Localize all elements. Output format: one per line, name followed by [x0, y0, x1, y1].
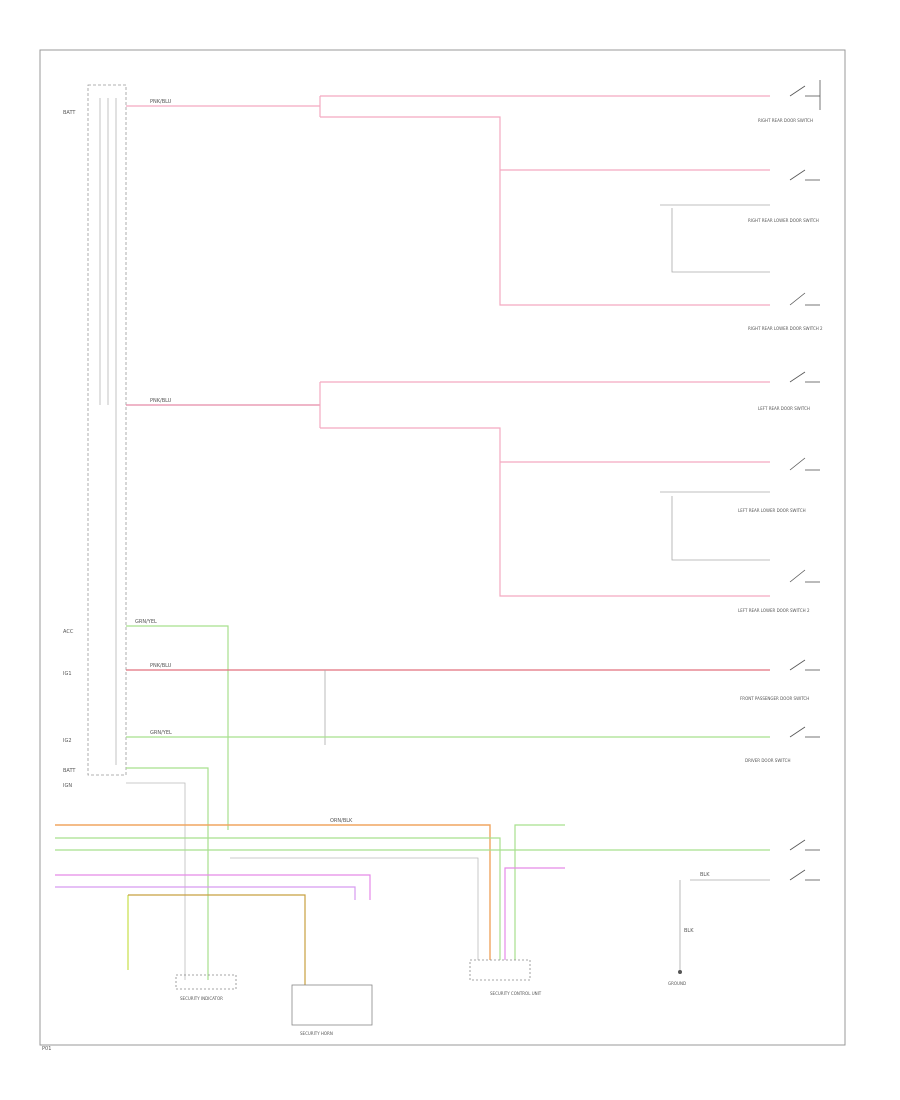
switch-icon	[789, 457, 820, 471]
component-label-3: RIGHT REAR LOWER DOOR SWITCH 2	[748, 326, 823, 331]
wire-orange	[55, 824, 491, 960]
component-label-6: LEFT REAR LOWER DOOR SWITCH 2	[738, 608, 810, 613]
module-label-4: IG2	[63, 738, 72, 744]
wire-magenta-1	[55, 874, 371, 900]
control-unit-box	[469, 959, 531, 981]
component-label-12: GROUND	[668, 981, 686, 986]
component-label-8: DRIVER DOOR SWITCH	[745, 758, 790, 763]
wire-hood-gnd	[679, 879, 770, 970]
switch-icon	[789, 839, 820, 881]
switch-icon	[789, 569, 820, 583]
component-label-9: SECURITY INDICATOR	[180, 996, 223, 1001]
wire-upper-low	[320, 116, 770, 306]
component-label-1: RIGHT REAR DOOR SWITCH	[758, 118, 813, 123]
wire-magenta-2	[55, 886, 356, 900]
component-label-10: SECURITY HORN	[300, 1031, 333, 1036]
wire-label-gnd: BLK	[700, 872, 710, 878]
switch-icon	[789, 292, 820, 306]
wire-label-fp: PNK/BLU	[150, 663, 172, 669]
wire-acc	[126, 625, 229, 830]
wire-label-dd: GRN/YEL	[150, 730, 172, 736]
component-label-2: RIGHT REAR LOWER DOOR SWITCH	[748, 218, 819, 223]
switch-icon	[789, 80, 821, 110]
wire-upper-gnd	[660, 204, 770, 273]
wire-mid-gnd	[660, 491, 770, 561]
module-label-1: BATT	[63, 110, 76, 116]
component-label-4: LEFT REAR DOOR SWITCH	[758, 406, 810, 411]
wire-label-acc: GRN/YEL	[135, 619, 157, 625]
wire-ign	[126, 782, 186, 980]
wire-label-gnd-2: BLK	[684, 928, 694, 934]
ground-icon	[678, 970, 682, 974]
diagram-frame	[39, 49, 846, 1046]
switch-icon	[789, 659, 820, 671]
component-label-11: SECURITY CONTROL UNIT	[490, 991, 542, 996]
wire-green-3	[514, 824, 565, 960]
footer-label: P01	[42, 1046, 51, 1052]
security-horn-box	[291, 984, 373, 1026]
wire-green-1	[55, 837, 501, 960]
wire-mid-low	[320, 427, 770, 597]
switch-icon	[789, 726, 820, 738]
wire-horn-b	[128, 894, 306, 985]
component-label-7: FRONT PASSENGER DOOR SWITCH	[740, 696, 809, 701]
module-label-3: IG1	[63, 671, 72, 677]
wire-label-upper: PNK/BLU	[150, 99, 172, 105]
junction-module	[87, 84, 127, 776]
security-indicator-box	[175, 974, 237, 990]
component-label-5: LEFT REAR LOWER DOOR SWITCH	[738, 508, 806, 513]
wire-gray-box	[230, 857, 479, 960]
switch-icon	[789, 169, 820, 181]
module-label-5: BATT	[63, 768, 76, 774]
module-label-2: ACC	[63, 629, 74, 635]
switch-icon	[789, 371, 820, 383]
wire-label-mid: PNK/BLU	[150, 398, 172, 404]
wire-label-orange: ORN/BLK	[330, 818, 353, 824]
wire-batt	[126, 767, 209, 980]
wire-magenta-3	[504, 867, 565, 960]
module-label-6: IGN	[63, 783, 72, 789]
